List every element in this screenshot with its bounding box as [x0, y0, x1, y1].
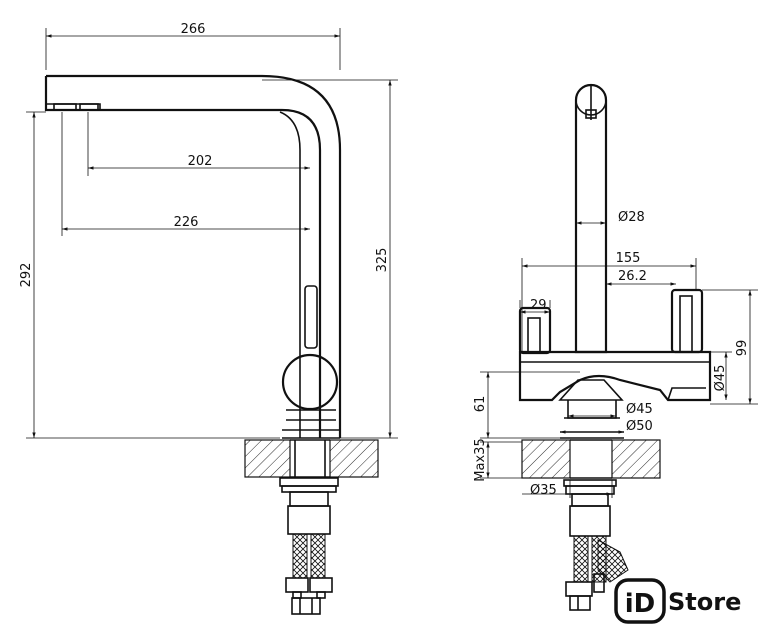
dim-label-226: 226 [174, 215, 199, 230]
dim-label-61: 61 [473, 396, 488, 413]
dim-325: 325 [262, 79, 398, 439]
dim-label-99: 99 [735, 340, 750, 357]
front-body [518, 350, 712, 439]
dim-266: 266 [45, 22, 341, 70]
dim-292: 292 [19, 111, 280, 439]
dim-29: 29 [519, 298, 551, 314]
side-view: 266 202 226 292 325 [19, 22, 398, 615]
dim-hole-dia: Ø35 [522, 480, 613, 498]
dim-label-292: 292 [19, 263, 34, 288]
logo-text: Store [668, 588, 741, 616]
dim-knob-dia: Ø45 [710, 351, 732, 400]
front-countertop [521, 439, 661, 479]
dim-label-325: 325 [375, 248, 390, 273]
dim-226: 226 [61, 112, 310, 236]
dim-label-dia-28: Ø28 [618, 210, 645, 225]
logo-mark: iD [625, 589, 656, 619]
dim-label-knob-dia-45: Ø45 [713, 365, 728, 392]
front-mounting-assembly [563, 479, 629, 611]
dim-label-base-dia-50: Ø50 [626, 419, 653, 434]
dim-spout-dia: Ø28 [576, 210, 645, 225]
dim-label-26-2: 26.2 [618, 269, 647, 284]
logo-badge-icon [614, 578, 666, 624]
front-view: Ø28 155 26.2 29 99 [473, 83, 758, 611]
dim-max-35: Max35 [473, 438, 522, 482]
dim-label-hole-dia-35: Ø35 [530, 483, 557, 498]
side-countertop [244, 439, 379, 478]
front-left-lever [518, 306, 552, 355]
store-logo: iD Store [614, 578, 741, 624]
front-right-lever [670, 288, 704, 354]
dim-99: 99 [702, 289, 758, 405]
dim-label-base-dia-45: Ø45 [626, 402, 653, 417]
side-mounting-assembly [279, 477, 339, 615]
dim-label-155: 155 [616, 251, 641, 266]
front-spout [574, 83, 608, 354]
dim-202: 202 [87, 112, 310, 176]
side-faucet-body [44, 74, 342, 439]
dim-base-dias: Ø45 Ø50 [560, 402, 653, 434]
dim-label-29: 29 [530, 298, 547, 313]
dim-155: 155 [521, 251, 697, 352]
dim-label-202: 202 [188, 154, 213, 169]
dim-61: 61 [473, 371, 580, 439]
dim-label-max-35: Max35 [473, 438, 488, 481]
dim-26-2: 26.2 [606, 269, 676, 286]
dim-label-266: 266 [181, 22, 206, 37]
